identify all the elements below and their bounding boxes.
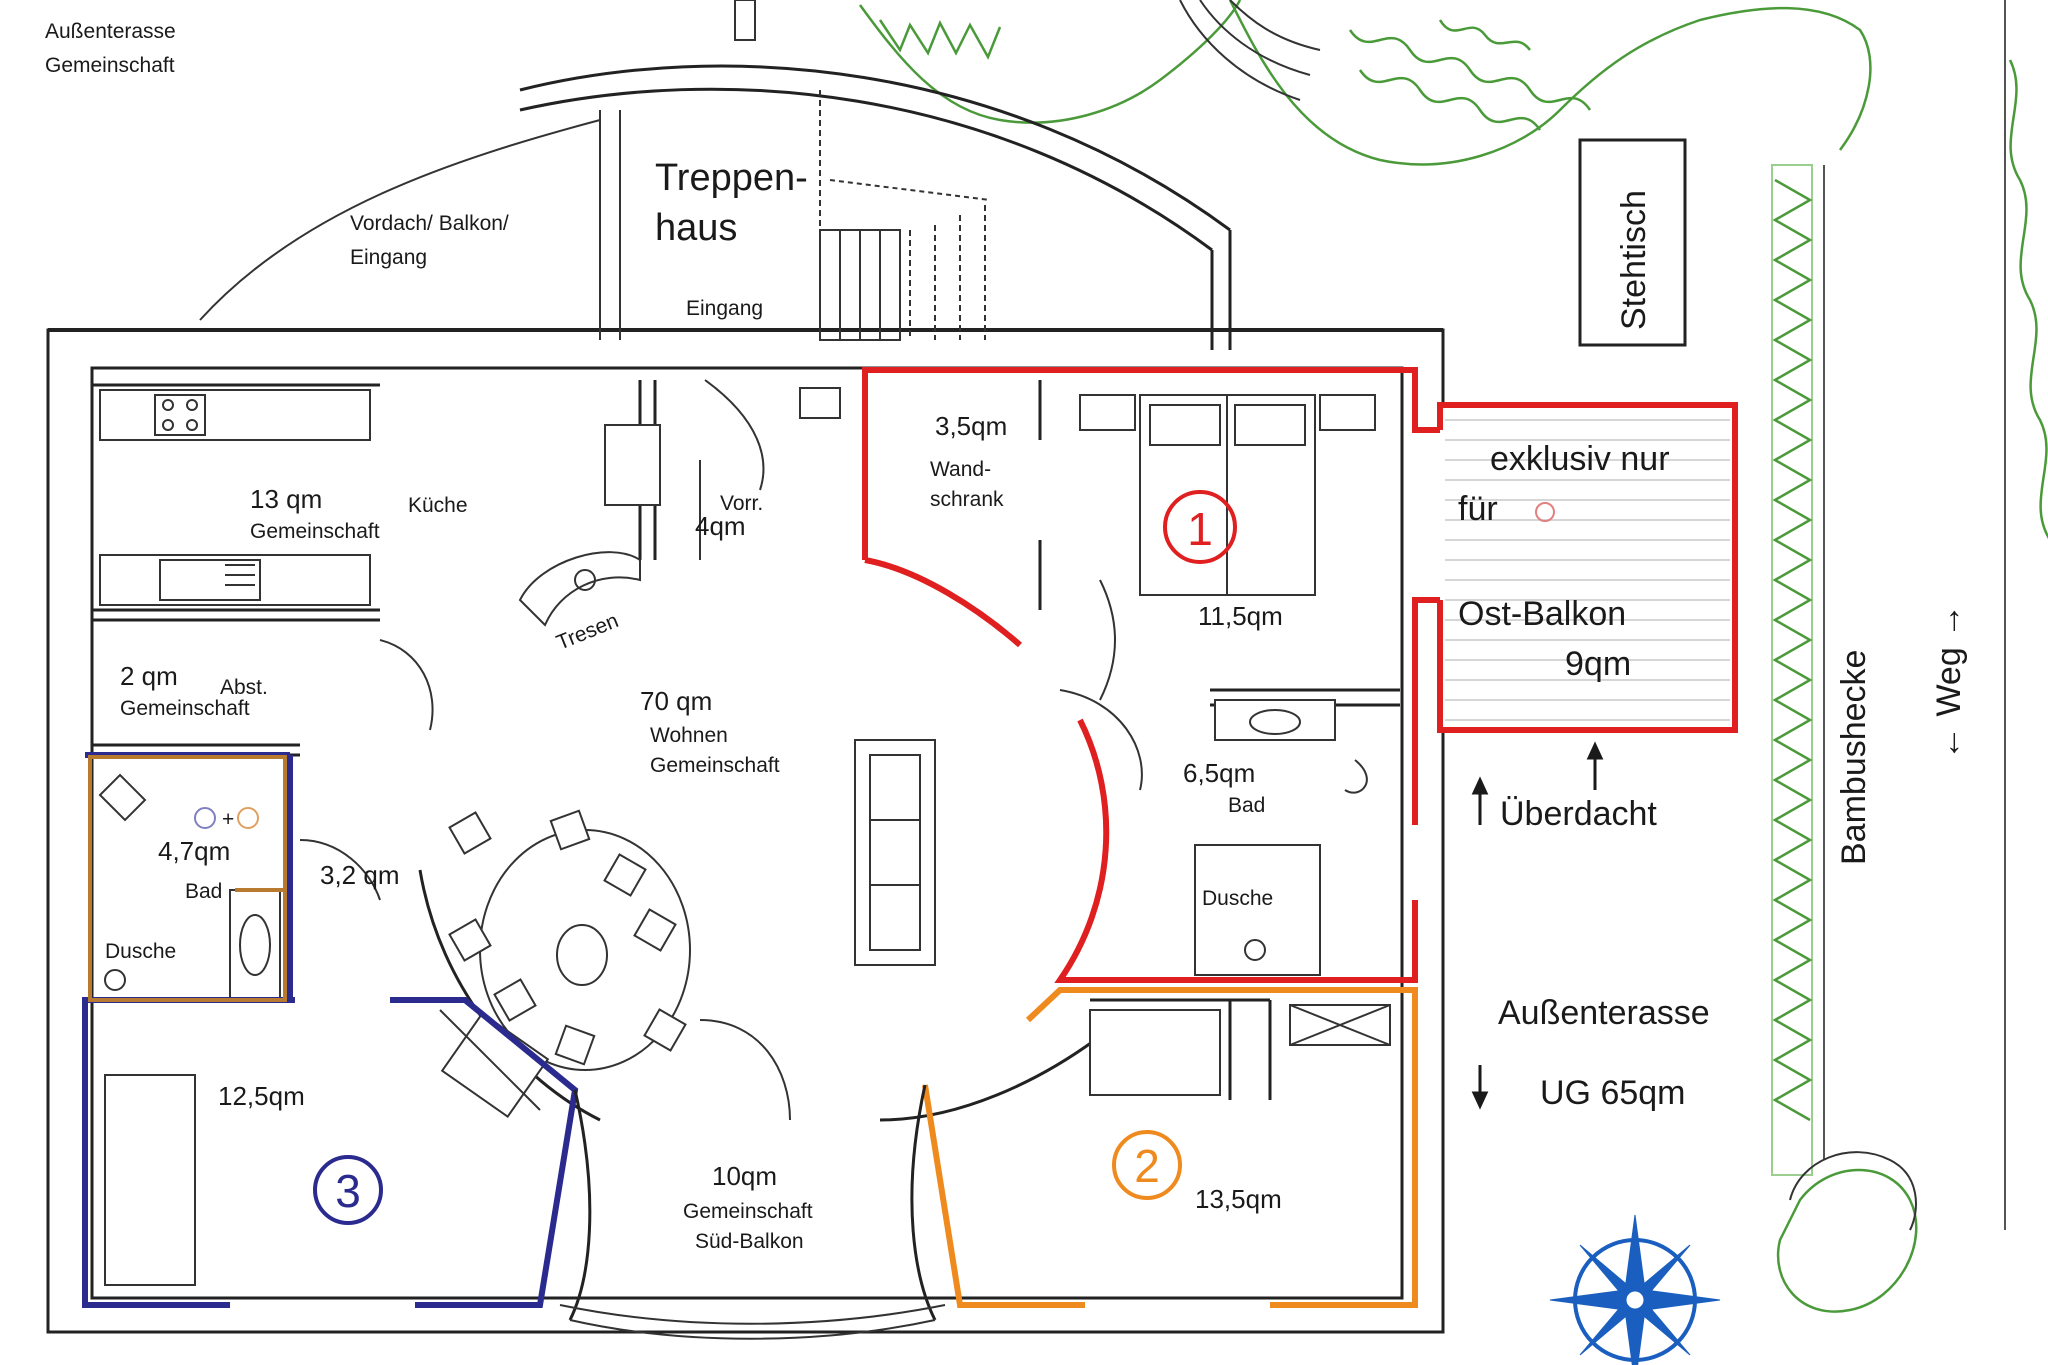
east-balcony-line3: Ost-Balkon — [1458, 595, 1626, 633]
fixture-symbols: + — [194, 502, 1555, 831]
kitchen-furniture — [99, 387, 841, 627]
unit2-number: 2 — [1134, 1140, 1160, 1192]
hall-word-label: Vorr. — [720, 492, 763, 515]
hall-area-label: 4qm — [695, 511, 746, 541]
stairwell-label-2: haus — [655, 207, 737, 249]
counter-label: Tresen — [553, 609, 622, 655]
unit3-marker: 3 — [313, 1155, 383, 1225]
hall3-area-label: 3,2 qm — [320, 860, 400, 890]
bedroom1-furniture — [1079, 394, 1391, 1096]
east-balcony-area: 9qm — [1565, 645, 1631, 683]
living-furniture — [448, 739, 936, 1071]
bath3-area-label: 4,7qm — [158, 836, 230, 866]
hedge-label: Bambushecke — [1835, 650, 1873, 865]
room3-furniture — [104, 889, 550, 1286]
room2-area-label: 13,5qm — [1195, 1184, 1282, 1214]
building-walls — [46, 0, 1445, 1334]
path-label: ← Weg → — [1930, 604, 1968, 760]
storage-area-label: 2 qm — [120, 661, 178, 691]
south-balcony-shared: Gemeinschaft — [683, 1200, 813, 1223]
entrance-label: Eingang — [686, 297, 763, 320]
standing-table-label: Stehtisch — [1615, 190, 1653, 330]
room3-area-label: 12,5qm — [218, 1081, 305, 1111]
bath1-area-label: 6,5qm — [1183, 758, 1255, 788]
shower3-label: Dusche — [105, 940, 176, 963]
compass-rose-icon — [1549, 1214, 1721, 1365]
closet-label-2: schrank — [930, 488, 1004, 511]
terrace-top-label-1: Außenterasse — [45, 20, 176, 43]
unit2-outline — [922, 987, 1418, 1308]
bamboo-hedge-strip — [1771, 0, 2048, 1313]
east-balcony-line2: für — [1458, 490, 1498, 528]
arrows — [1471, 741, 1604, 1110]
south-balcony-area: 10qm — [712, 1161, 777, 1191]
canopy-label-2: Eingang — [350, 246, 427, 269]
bath1-word-label: Bad — [1228, 794, 1265, 817]
bath3-outline — [88, 755, 287, 1002]
storage-word-label: Abst. — [220, 676, 268, 699]
tree-canopy-top — [858, 0, 1872, 166]
terrace-right-label: Außenterasse — [1498, 994, 1710, 1032]
text-labels: Außenterasse Gemeinschaft Vordach/ Balko… — [45, 20, 1968, 1253]
svg-text:+: + — [222, 808, 234, 831]
interior-walls — [92, 380, 1400, 1122]
door-swings — [98, 379, 1368, 1121]
unit1-number: 1 — [1187, 503, 1213, 555]
south-balcony-outline — [559, 1084, 946, 1340]
living-word-label: Wohnen — [650, 724, 728, 747]
bath3-word-label: Bad — [185, 880, 222, 903]
unit2-marker: 2 — [1112, 1130, 1182, 1200]
storage-shared-label: Gemeinschaft — [120, 697, 250, 720]
unit1-outline — [862, 367, 1738, 983]
closet-label-1: Wand- — [930, 458, 991, 481]
living-shared-label: Gemeinschaft — [650, 754, 780, 777]
kitchen-word-label: Küche — [408, 494, 468, 517]
kitchen-shared-label: Gemeinschaft — [250, 520, 380, 543]
covered-label: Überdacht — [1500, 795, 1657, 833]
south-balcony-word: Süd-Balkon — [695, 1230, 804, 1253]
room1-area-label: 11,5qm — [1198, 601, 1283, 631]
stairwell-label-1: Treppen- — [655, 157, 808, 199]
terrace-top-label-2: Gemeinschaft — [45, 54, 175, 77]
shower1-label: Dusche — [1202, 887, 1273, 910]
east-balcony-line1: exklusiv nur — [1490, 440, 1670, 478]
canopy-label-1: Vordach/ Balkon/ — [350, 212, 509, 235]
closet-area-label: 3,5qm — [935, 411, 1007, 441]
living-area-label: 70 qm — [640, 686, 712, 716]
basement-label: UG 65qm — [1540, 1074, 1686, 1112]
unit3-number: 3 — [335, 1165, 361, 1217]
unit1-marker: 1 — [1163, 490, 1237, 564]
standing-table: Stehtisch — [1578, 138, 1687, 347]
kitchen-area-label: 13 qm — [250, 484, 322, 514]
